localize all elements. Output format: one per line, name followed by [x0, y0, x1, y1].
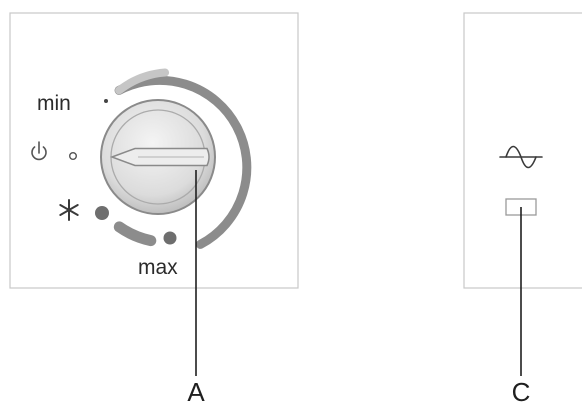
- callout-a-label: A: [187, 377, 205, 405]
- standby-circle-icon: [68, 151, 77, 160]
- min-marker-dot: [104, 99, 108, 103]
- right-panel-frame: [463, 12, 582, 289]
- temperature-scale-arc: [114, 75, 252, 249]
- snowflake-asterisk-icon: [59, 199, 79, 221]
- max-position-dot: [163, 231, 177, 245]
- temperature-scale-arc-start: [115, 68, 170, 95]
- callout-c-label: C: [512, 377, 531, 405]
- temperature-scale-low-segment: [113, 221, 157, 247]
- frost-position-dot: [95, 206, 109, 220]
- sine-wave-ac-icon: [499, 145, 543, 169]
- max-label: max: [138, 256, 178, 279]
- left-control-panel: min max: [9, 12, 299, 289]
- power-icon: [31, 141, 47, 161]
- right-indicator-panel: [463, 12, 582, 289]
- thermostat-knob[interactable]: [100, 99, 216, 215]
- min-label: min: [37, 92, 71, 115]
